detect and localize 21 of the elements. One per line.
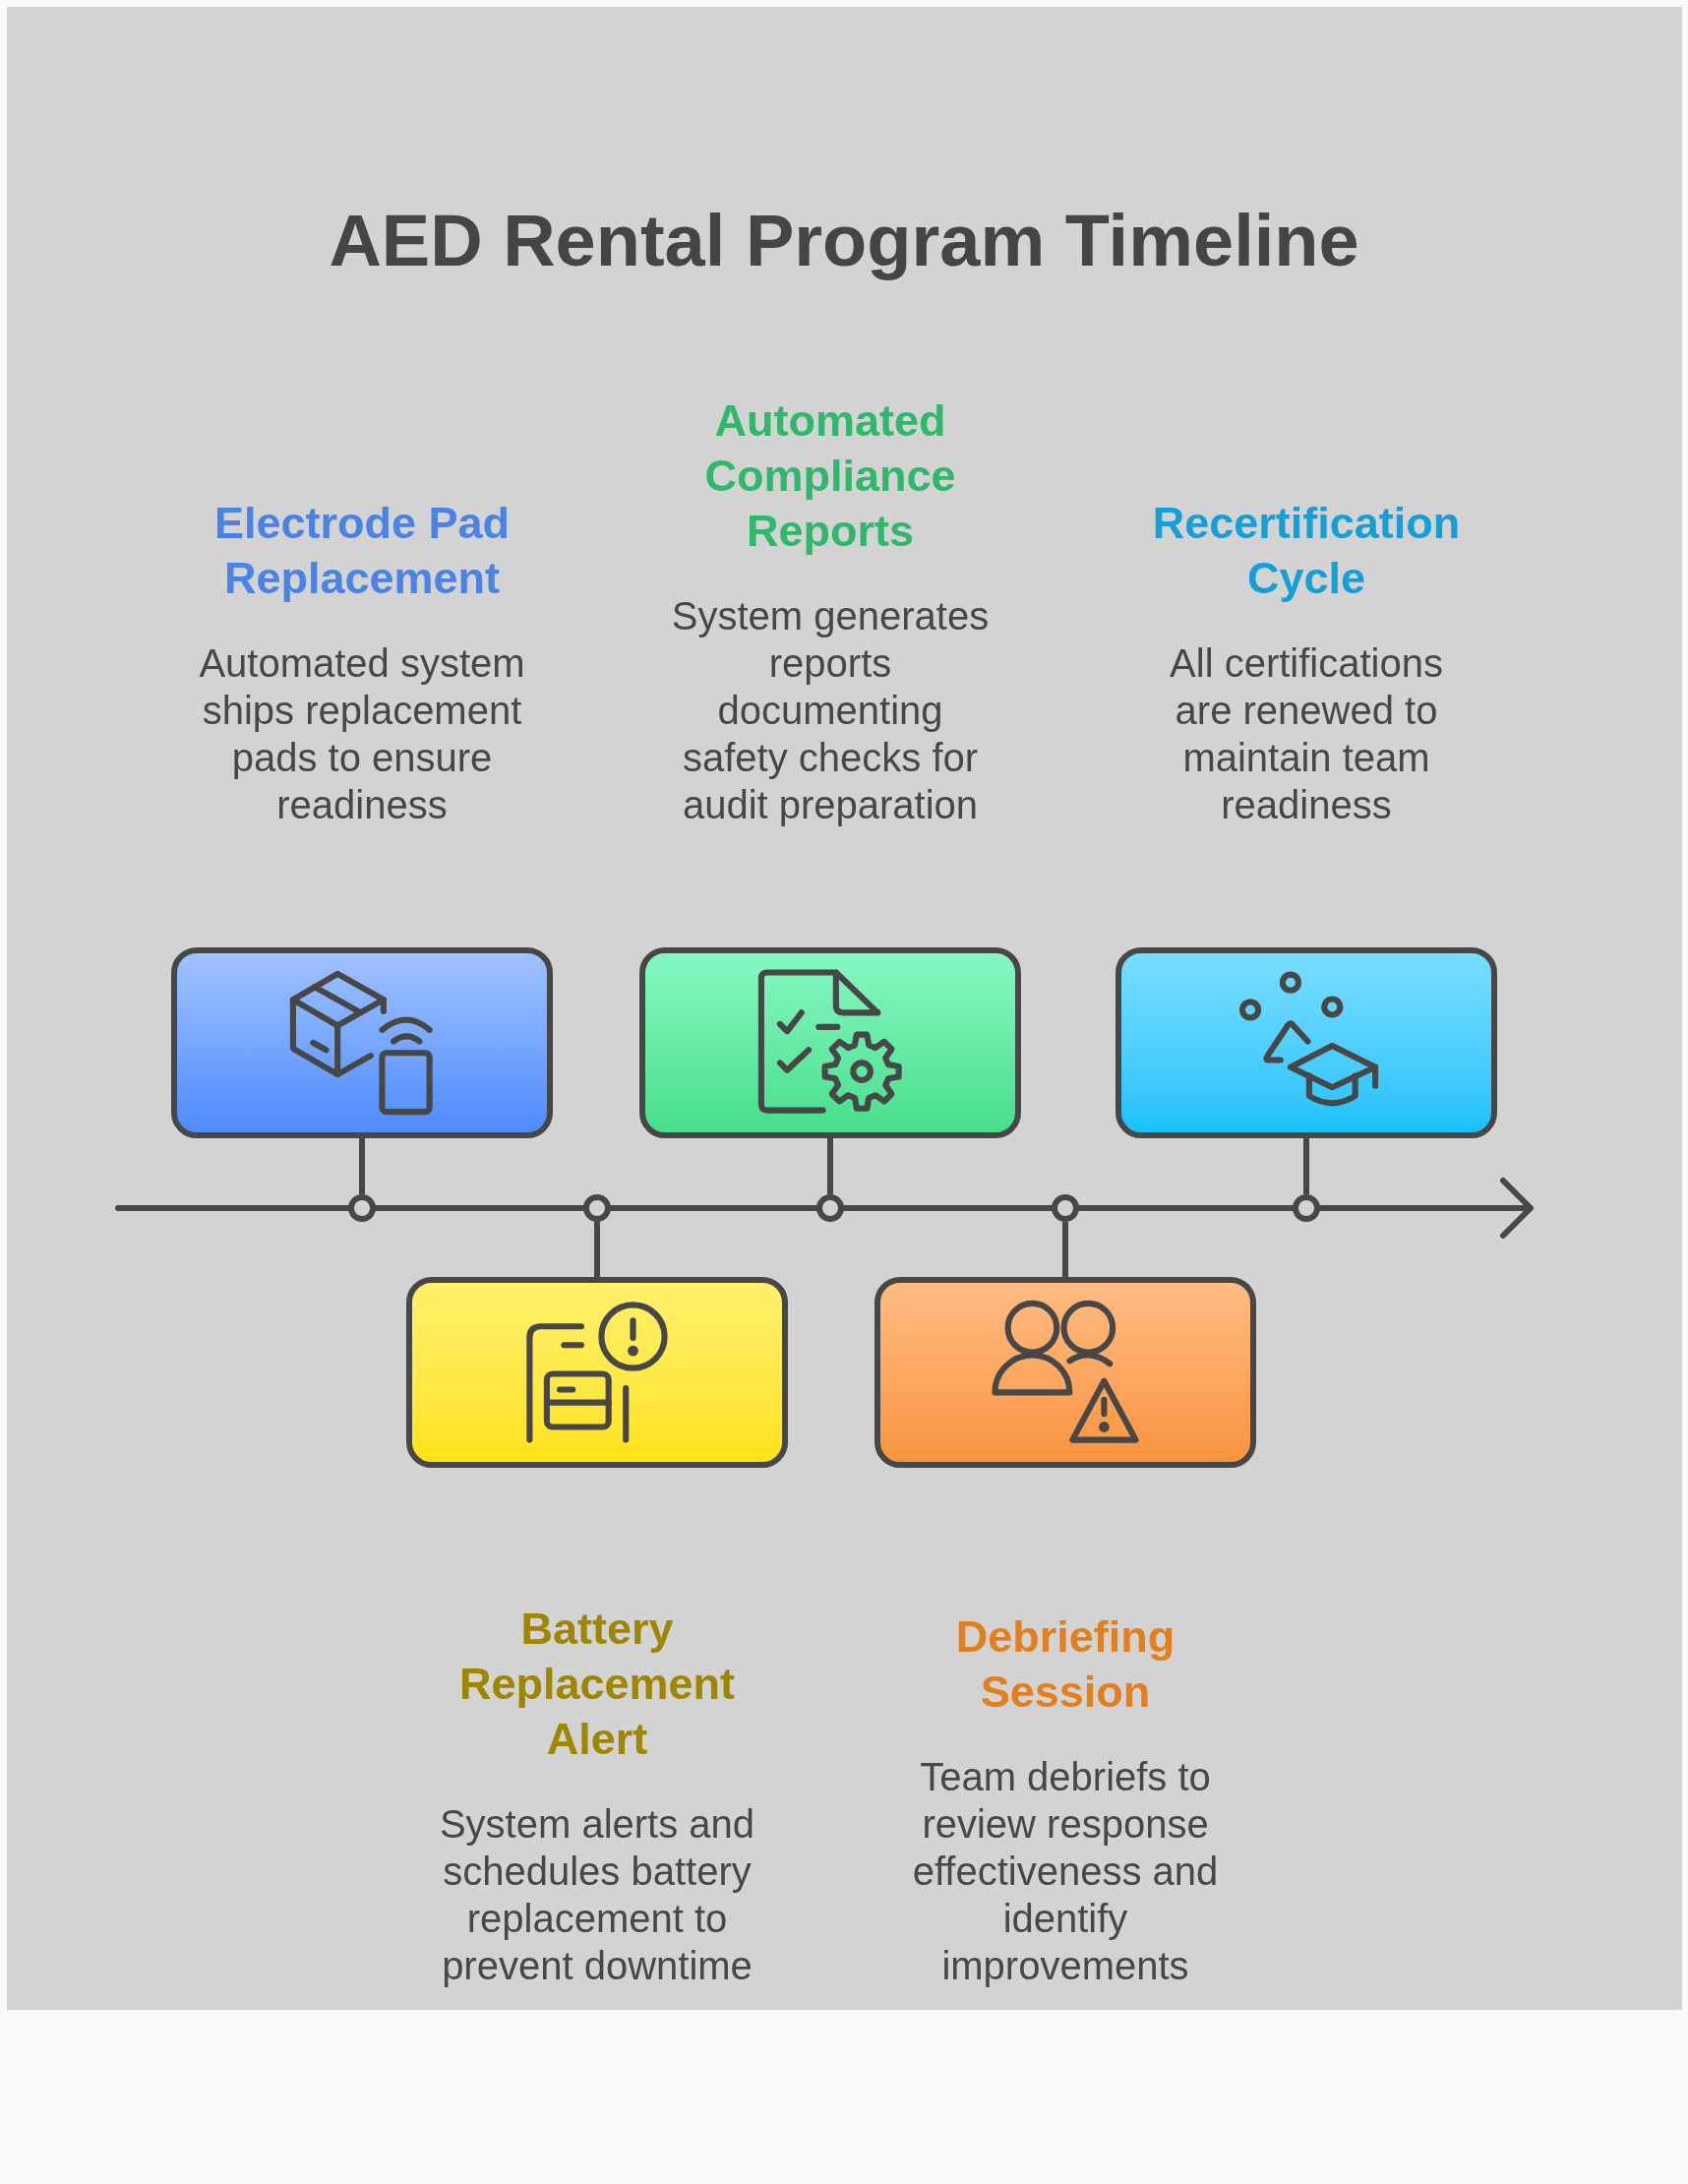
step-description: Automated system ships replacement pads to ensure readiness	[198, 640, 526, 828]
step-description: System generates reports documenting safety checks for audit preparation	[670, 593, 991, 828]
step-description: Team debriefs to review response effectiveness and identify improvements	[911, 1754, 1220, 1989]
connector-line	[827, 1138, 833, 1194]
step-title: Electrode Pad Replacement	[212, 497, 512, 605]
event-box	[639, 947, 1021, 1138]
step-description: All certifications are renewed to maintain team readiness	[1169, 640, 1444, 828]
event-box	[171, 947, 553, 1138]
step-title: Automated Compliance Reports	[703, 394, 957, 558]
event-box	[406, 1277, 788, 1468]
connector-line	[1062, 1222, 1068, 1277]
event-box	[874, 1277, 1256, 1468]
step-title: Debriefing Session	[954, 1610, 1176, 1719]
connector-line	[359, 1138, 365, 1194]
step-title: Recertification Cycle	[1151, 497, 1462, 605]
step-title: Battery Replacement Alert	[457, 1603, 737, 1766]
connector-line	[594, 1222, 600, 1277]
connector-line	[1303, 1138, 1309, 1194]
event-box	[1115, 947, 1497, 1138]
step-description: System alerts and schedules battery replacement to prevent downtime	[438, 1801, 756, 1989]
title: AED Rental Program Timeline	[328, 199, 1360, 283]
